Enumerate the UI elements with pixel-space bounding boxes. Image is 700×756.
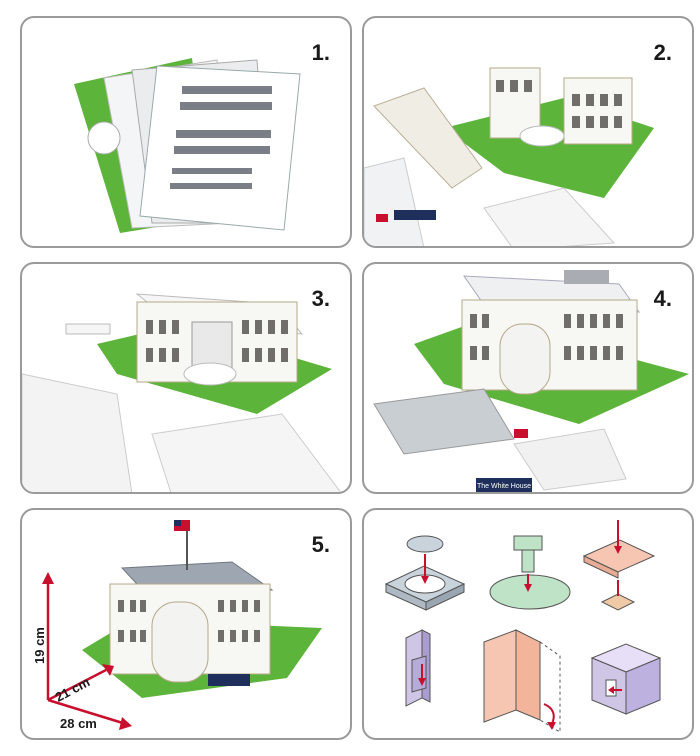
dimension-arrows [42, 572, 132, 730]
step-3-number: 3. [311, 286, 330, 311]
step-5-illustration [42, 520, 322, 730]
disk-into-square-diagram [384, 535, 466, 611]
interlock-slots-diagram [405, 629, 431, 707]
step-4-number: 4. [653, 286, 672, 311]
step-2-number: 2. [653, 40, 672, 65]
step-3-illustration [22, 293, 342, 492]
step-4-nameplate [476, 478, 532, 492]
fold-panels-diagram [483, 629, 561, 733]
step-2-illustration [364, 67, 654, 246]
box-corner-diagram [590, 643, 662, 715]
step-5-number: 5. [311, 532, 330, 557]
step-1-panel: 1. [20, 16, 352, 248]
cross-into-slot-diagram [582, 520, 656, 611]
step-3-panel: 3. [20, 262, 352, 494]
step-1-number: 1. [311, 40, 330, 65]
step-4-panel: The White House 4. [362, 262, 694, 494]
step-4-illustration: The White House [373, 270, 689, 492]
step-4-nameplate-text: The White House [477, 483, 531, 490]
step-5-panel: 19 cm 21 cm 28 cm 5. [20, 508, 352, 740]
assembly-diagrams [384, 520, 662, 733]
step-2-panel: 2. [362, 16, 694, 248]
tab-into-disk-diagram [489, 535, 571, 610]
width-dimension-label: 28 cm [60, 716, 97, 731]
step-1-illustration [74, 58, 301, 233]
height-dimension-label: 19 cm [32, 627, 47, 664]
assembly-instructions-panel [362, 508, 694, 740]
flag [174, 520, 190, 531]
